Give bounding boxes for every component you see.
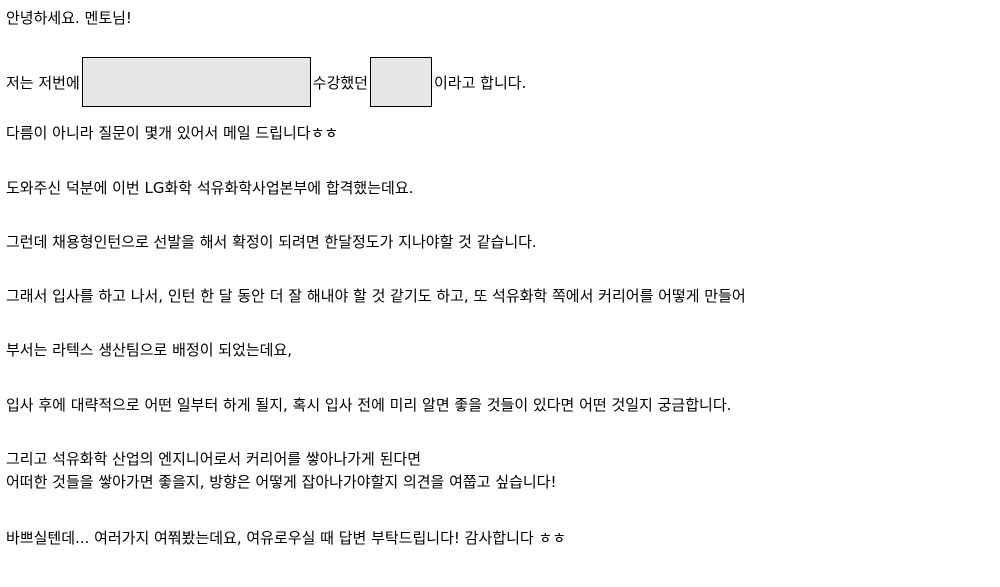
intro-text-1: 저는 저번에 xyxy=(6,73,80,92)
closing-line: 바쁘실텐데... 여러가지 여쭤봤는데요, 여유로우실 때 답변 부탁드립니다!… xyxy=(6,529,567,547)
paragraph-7-line-1: 그리고 석유화학 산업의 엔지니어로서 커리어를 쌓아나가게 된다면 xyxy=(6,450,422,468)
paragraph-4: 그래서 입사를 하고 나서, 인턴 한 달 동안 더 잘 해내야 할 것 같기도… xyxy=(6,287,746,305)
greeting-line: 안녕하세요. 멘토님! xyxy=(6,9,132,27)
intro-text-3: 이라고 합니다. xyxy=(433,73,527,92)
paragraph-7-line-2: 어떠한 것들을 쌓아가면 좋을지, 방향은 어떻게 잡아나가야할지 의견을 여쭙… xyxy=(6,473,557,491)
intro-text-2: 수강했던 xyxy=(312,73,368,92)
paragraph-5: 부서는 라텍스 생산팀으로 배정이 되었는데요, xyxy=(6,341,293,359)
paragraph-3: 그런데 채용형인턴으로 선발을 해서 확정이 되려면 한달정도가 지나야할 것 … xyxy=(6,233,537,251)
redacted-box-name xyxy=(369,57,432,107)
paragraph-6: 입사 후에 대략적으로 어떤 일부터 하게 될지, 혹시 입사 전에 미리 알면… xyxy=(6,396,732,414)
paragraph-2: 도와주신 덕분에 이번 LG화학 석유화학사업본부에 합격했는데요. xyxy=(6,179,414,197)
paragraph-1: 다름이 아니라 질문이 몇개 있어서 메일 드립니다ㅎㅎ xyxy=(6,124,339,142)
redacted-box-course xyxy=(81,57,311,107)
intro-line: 저는 저번에 수강했던 이라고 합니다. xyxy=(6,57,526,107)
